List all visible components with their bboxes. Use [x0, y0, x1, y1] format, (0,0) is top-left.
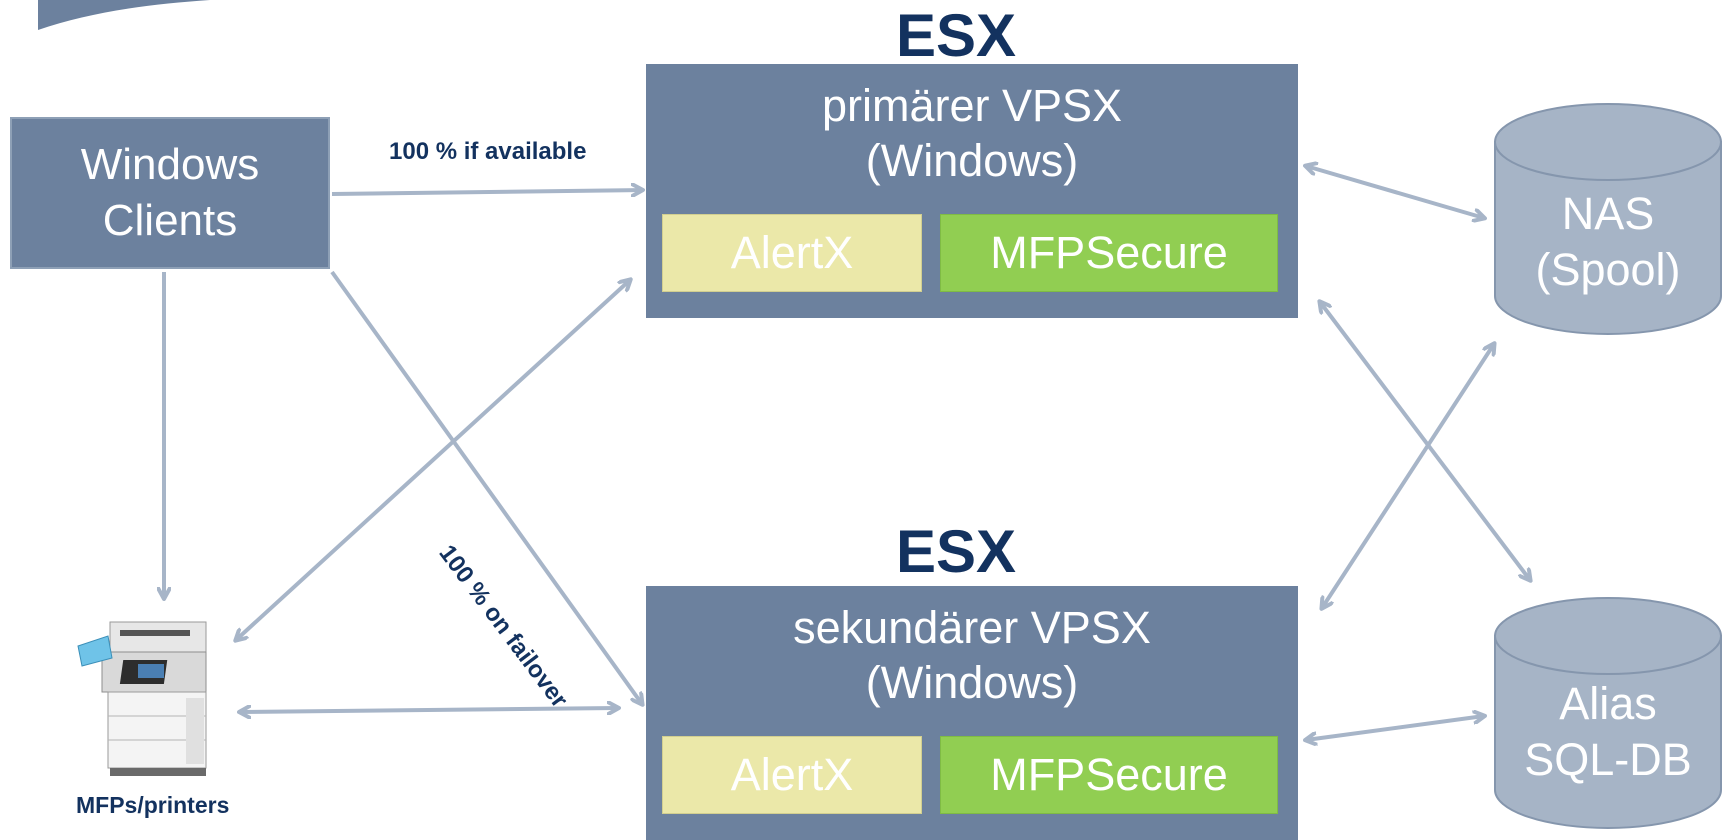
nas-storage: NAS (Spool) [1493, 100, 1723, 338]
label-if-available: 100 % if available [389, 138, 587, 165]
corner-decoration [38, 0, 210, 30]
primary-alertx-module: AlertX [662, 214, 922, 292]
secondary-alertx-module: AlertX [662, 736, 922, 814]
arrow-primary-nas [1306, 166, 1484, 218]
nas-cylinder-icon [1494, 103, 1722, 335]
secondary-vpsx-title: sekundärer VPSX (Windows) [793, 602, 1151, 708]
secondary-mfpsecure-module: MFPSecure [940, 736, 1278, 814]
primary-vpsx-title: primärer VPSX (Windows) [821, 80, 1123, 186]
printers-label: MFPs/printers [76, 792, 230, 818]
sql-database: Alias SQL-DB [1493, 594, 1723, 832]
arrow-clients-to-primary [331, 190, 642, 194]
database-cylinder-icon [1494, 597, 1722, 829]
arrow-primary-sql [1320, 302, 1530, 580]
primary-mfpsecure-module: MFPSecure [940, 214, 1278, 292]
windows-clients-box: Windows Clients [10, 117, 330, 269]
arrow-primary-printers [236, 280, 630, 640]
arrow-secondary-nas [1322, 344, 1494, 608]
printer-icon [77, 621, 207, 776]
primary-vpsx-box: primärer VPSX (Windows) AlertX MFPSecure [646, 64, 1298, 318]
secondary-vpsx-box: sekundärer VPSX (Windows) AlertX MFPSecu… [646, 586, 1298, 840]
arrow-secondary-sql [1306, 716, 1484, 740]
esx-heading-primary: ESX [895, 2, 1017, 69]
nas-label: NAS (Spool) [1535, 188, 1681, 295]
esx-heading-secondary: ESX [895, 518, 1017, 585]
sql-label: Alias SQL-DB [1524, 678, 1692, 785]
arrow-clients-to-secondary [330, 270, 642, 704]
arrow-secondary-printers [240, 708, 618, 712]
